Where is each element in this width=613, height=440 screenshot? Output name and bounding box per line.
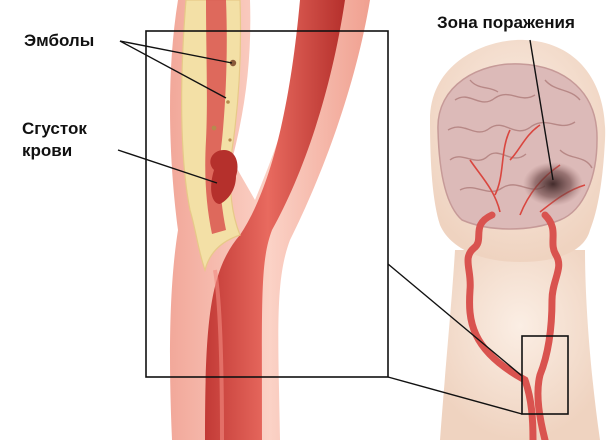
lesion-zone [523, 162, 583, 206]
head-illustration [430, 40, 605, 440]
artery-illustration [170, 0, 370, 440]
neck-shape [440, 250, 600, 440]
brain-illustration [438, 64, 597, 229]
label-blood-clot: Сгусток крови [22, 118, 87, 162]
label-emboli: Эмболы [24, 30, 94, 52]
label-clot-line2: крови [22, 140, 87, 162]
label-lesion-zone: Зона поражения [437, 12, 575, 34]
label-clot-line1: Сгусток [22, 118, 87, 140]
